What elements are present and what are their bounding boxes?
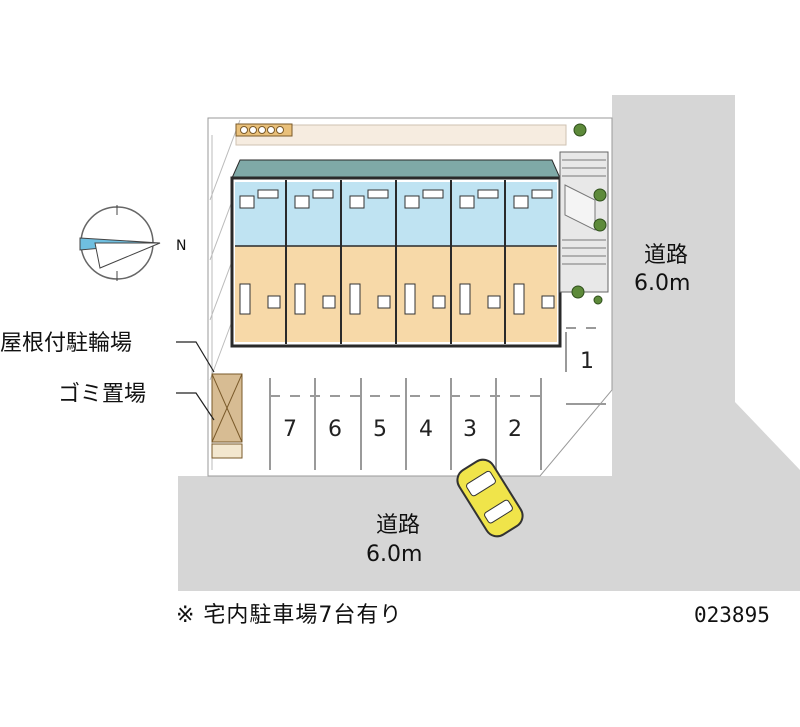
slot-3-label: 3 — [463, 417, 477, 442]
slot-5-label: 5 — [373, 417, 387, 442]
road-south-width: 6.0m — [366, 542, 422, 567]
slot-2-label: 2 — [508, 417, 522, 442]
parking-stall-1 — [565, 327, 606, 405]
slot-1-label: 1 — [580, 349, 594, 374]
car-icon — [456, 458, 524, 538]
slot-6-label: 6 — [328, 417, 342, 442]
leader-lines — [176, 341, 215, 421]
road-east-name: 道路 — [644, 243, 688, 268]
greenery — [571, 123, 607, 305]
apartment-building — [230, 176, 562, 348]
garbage-label: ゴミ置場 — [58, 382, 146, 407]
slot-7-label: 7 — [283, 417, 297, 442]
parking-note: ※ 宅内駐車場7台有り — [176, 603, 402, 628]
bike-parking-label: 屋根付駐輪場 — [0, 331, 132, 356]
road-east — [612, 95, 800, 590]
garbage-area — [211, 443, 243, 459]
slot-4-label: 4 — [419, 417, 433, 442]
compass-icon — [79, 205, 161, 281]
building-roof — [231, 159, 561, 179]
compass-north-label: N — [176, 238, 186, 254]
road-east-width: 6.0m — [634, 271, 690, 296]
property-code: 023895 — [694, 603, 770, 627]
road-south-name: 道路 — [376, 513, 420, 538]
parking-stalls — [269, 378, 542, 470]
bike-shelter — [211, 373, 243, 443]
